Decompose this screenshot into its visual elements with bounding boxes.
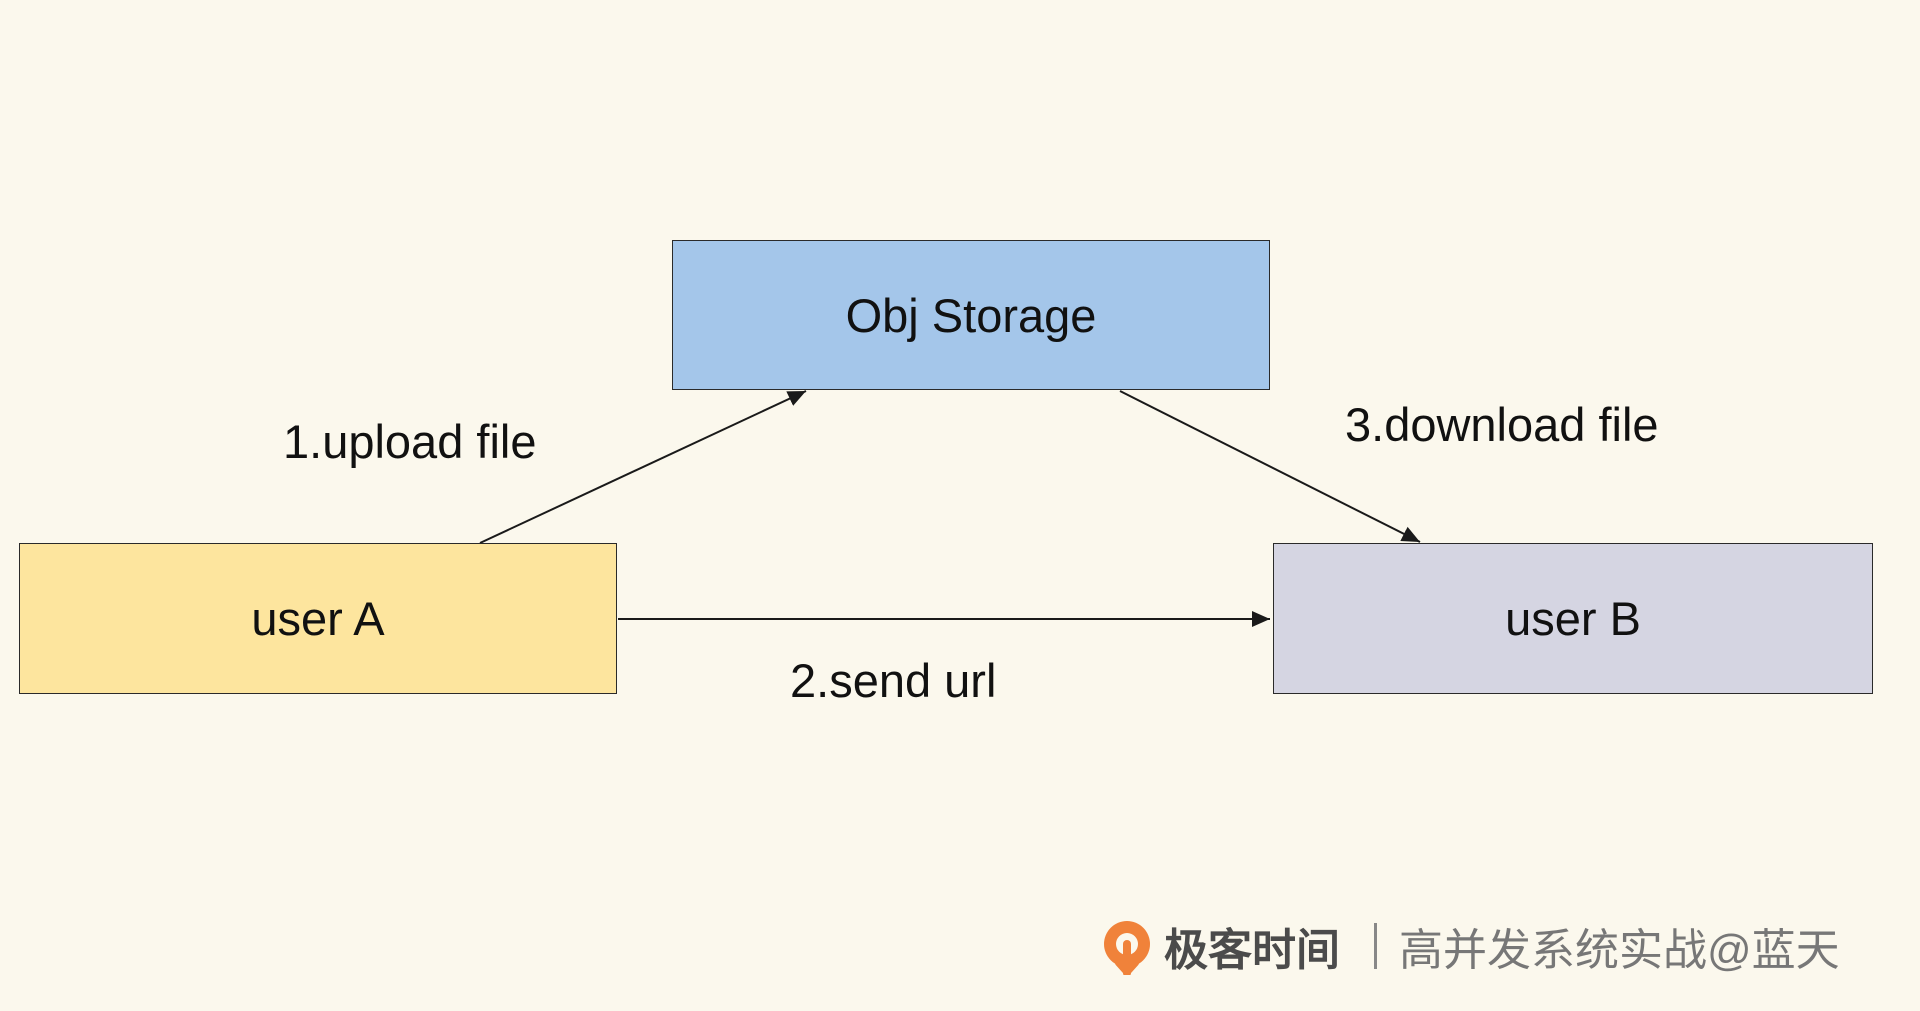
download-edge-label: 3.download file (1345, 398, 1659, 451)
user-a-node: user A (19, 543, 617, 694)
footer-watermark: 极客时间 高并发系统实战@蓝天 (1098, 912, 1840, 980)
footer-brand: 极客时间 (1164, 926, 1340, 975)
upload-edge-label: 1.upload file (283, 415, 537, 468)
obj-storage-node: Obj Storage (672, 240, 1270, 390)
send-url-edge-label: 2.send url (790, 654, 997, 707)
footer-divider (1374, 923, 1377, 969)
user-a-label: user A (251, 592, 385, 645)
user-b-node: user B (1273, 543, 1873, 694)
user-b-label: user B (1505, 592, 1641, 645)
geektime-logo-icon (1104, 921, 1150, 975)
footer-author: 高并发系统实战@蓝天 (1399, 926, 1840, 975)
obj-storage-label: Obj Storage (845, 288, 1097, 342)
